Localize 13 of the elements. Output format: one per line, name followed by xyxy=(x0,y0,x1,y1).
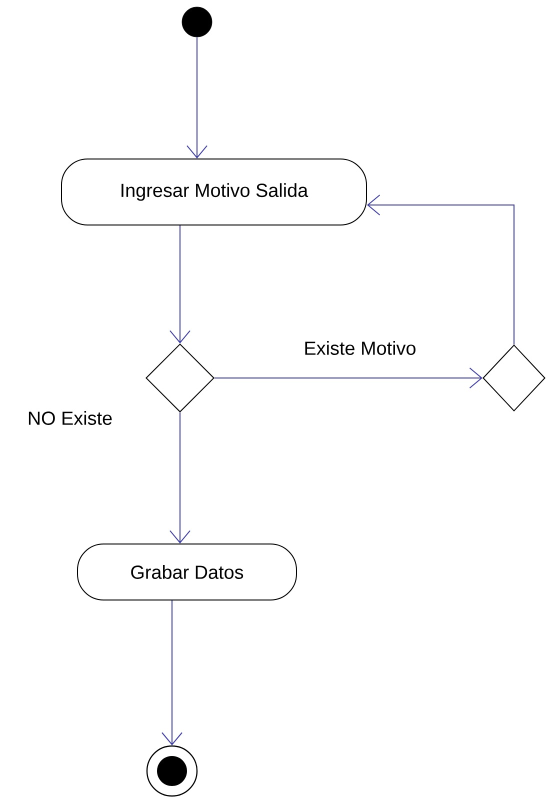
end-node xyxy=(146,745,198,797)
arrow xyxy=(170,225,190,344)
start-node xyxy=(182,6,212,38)
arrow xyxy=(367,194,514,345)
arrow xyxy=(186,36,208,158)
process-box: Ingresar Motivo Salida xyxy=(61,158,367,226)
arrow xyxy=(162,600,182,746)
edge-label: Existe Motivo xyxy=(302,340,418,356)
decision-diamond xyxy=(146,344,214,412)
process-box: Grabar Datos xyxy=(77,544,297,600)
arrow xyxy=(170,412,190,544)
edge-label: NO Existe xyxy=(26,410,114,426)
arrow xyxy=(214,368,482,388)
